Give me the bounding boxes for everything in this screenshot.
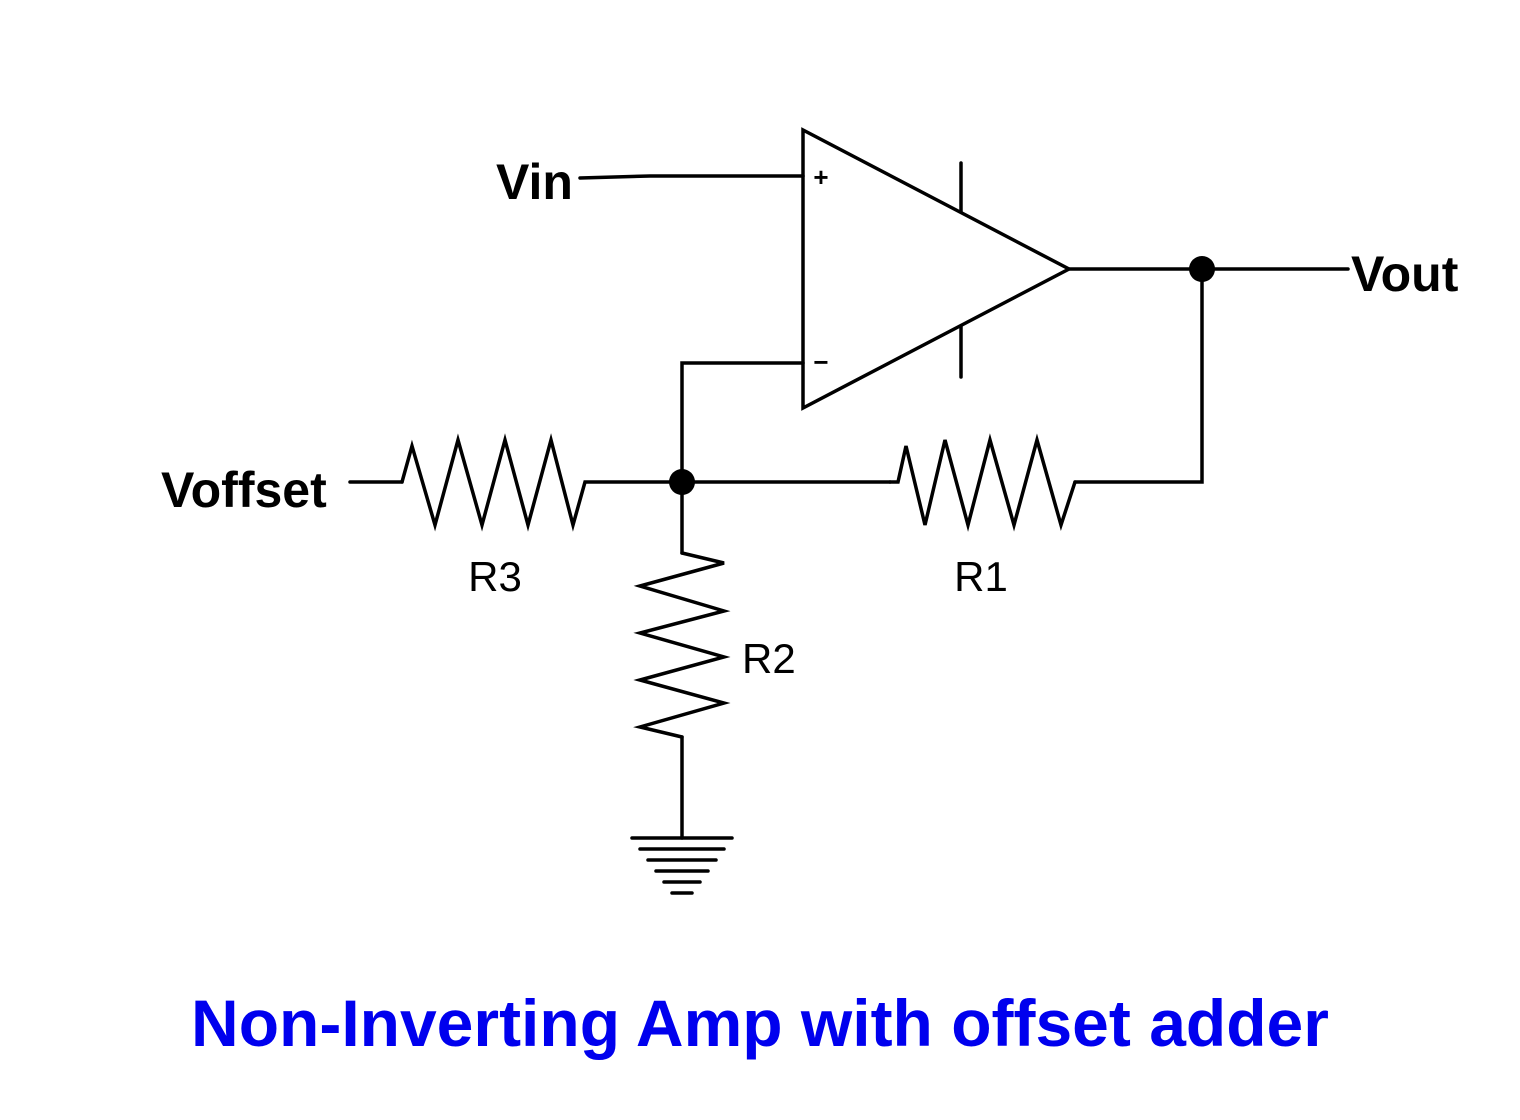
ground-icon (630, 836, 734, 895)
inverting-input-wire (680, 361, 805, 484)
vin-wire (578, 174, 805, 180)
feedback-right-wire (1073, 267, 1204, 484)
junction-node-output (1189, 256, 1215, 282)
non-inverting-input-sign: + (813, 162, 828, 192)
junction-node-inverting (669, 469, 695, 495)
r2-label: R2 (742, 635, 796, 682)
inverting-input-sign: − (813, 347, 828, 377)
op-amp: + − (801, 127, 1073, 411)
diagram-title: Non-Inverting Amp with offset adder (191, 986, 1329, 1060)
resistor-r3 (400, 433, 684, 532)
r3-label: R3 (468, 553, 522, 600)
resistor-r2 (633, 551, 731, 739)
r1-label: R1 (954, 553, 1008, 600)
op-amp-body (801, 127, 1073, 411)
voffset-label: Voffset (161, 462, 327, 518)
vin-label: Vin (496, 154, 573, 210)
resistor-r1 (888, 433, 1077, 532)
vout-label: Vout (1351, 246, 1459, 302)
